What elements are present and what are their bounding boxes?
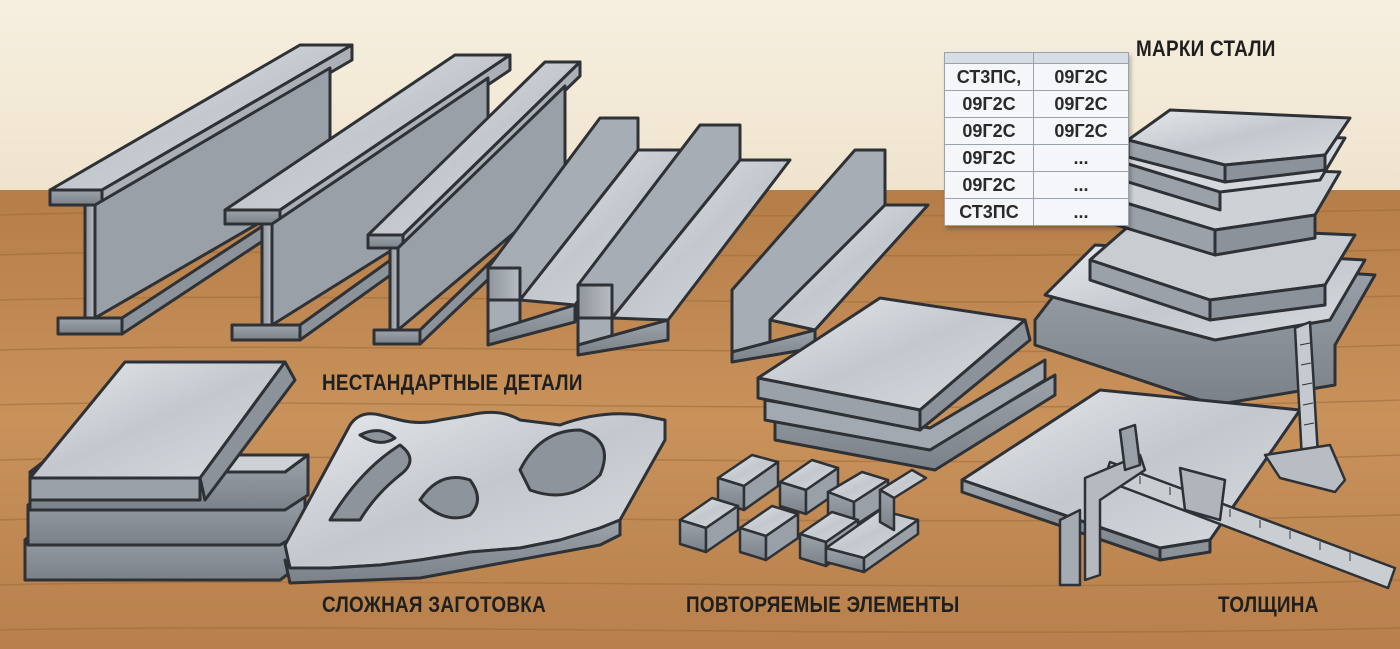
table-row: СТ3ПС ... (944, 198, 1129, 226)
table-cell: СТ3ПС, (944, 63, 1034, 91)
caption-non-standard-parts: НЕСТАНДАРТНЫЕ ДЕТАЛИ (322, 370, 583, 395)
table-row: СТ3ПС, 09Г2С (944, 63, 1129, 91)
caption-steel-grades: МАРКИ СТАЛИ (1136, 36, 1276, 61)
caption-repeated-elements: ПОВТОРЯЕМЫЕ ЭЛЕМЕНТЫ (686, 592, 960, 617)
table-row: 09Г2С 09Г2С (944, 117, 1129, 145)
complex-blank (283, 410, 667, 585)
table-cell: 09Г2С (1033, 117, 1129, 145)
table-cell: 09Г2С (1033, 63, 1129, 91)
channel-1 (486, 116, 692, 347)
table-row: 09Г2С 09Г2С (944, 90, 1129, 118)
table-cell: 09Г2С (944, 90, 1034, 118)
steel-grades-table: СТ3ПС, 09Г2С 09Г2С 09Г2С 09Г2С 09Г2С 09Г… (944, 52, 1129, 226)
table-row: 09Г2С ... (944, 144, 1129, 172)
plate-stack-right (1033, 108, 1377, 407)
channel-2 (576, 123, 792, 357)
caption-complex-blank: СЛОЖНАЯ ЗАГОТОВКА (322, 592, 546, 617)
table-cell: ... (1033, 171, 1129, 199)
caliper (1058, 320, 1397, 590)
table-cell: 09Г2С (1033, 90, 1129, 118)
table-header-cell (1033, 52, 1129, 64)
table-cell: 09Г2С (944, 117, 1034, 145)
plate-stack-middle (756, 296, 1057, 472)
repeated-elements (678, 453, 928, 574)
angle-profile (730, 148, 930, 364)
table-row: 09Г2С ... (944, 171, 1129, 199)
plate-stack-left (23, 360, 310, 582)
caption-thickness: ТОЛЩИНА (1218, 592, 1319, 617)
table-cell: 09Г2С (944, 171, 1034, 199)
table-cell: ... (1033, 198, 1129, 226)
table-header-row (944, 52, 1129, 64)
table-cell: ... (1033, 144, 1129, 172)
table-header-cell (944, 52, 1034, 64)
table-cell: СТ3ПС (944, 198, 1034, 226)
table-cell: 09Г2С (944, 144, 1034, 172)
